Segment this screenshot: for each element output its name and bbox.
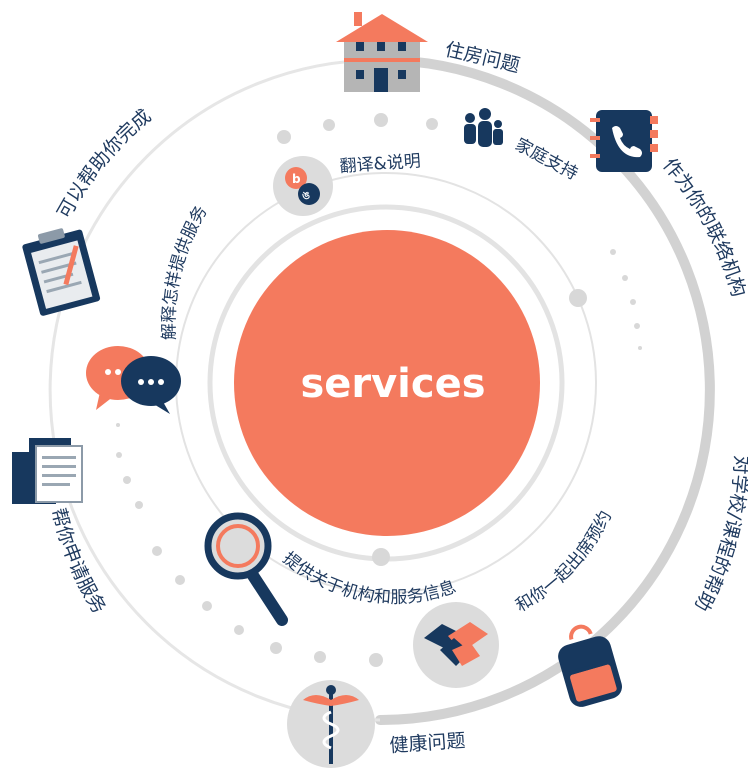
dot-trail	[116, 113, 642, 667]
magnifier-icon	[204, 512, 288, 626]
label-health: 健康问题	[389, 730, 466, 757]
center-title: services	[300, 361, 485, 407]
chat-bubbles-icon	[86, 346, 181, 414]
center-hub: services	[234, 230, 540, 536]
translate-icon: b ঙ	[273, 156, 333, 216]
family-icon	[464, 108, 503, 147]
label-translate: 翻译&说明	[339, 151, 421, 177]
documents-icon	[12, 438, 83, 504]
caduceus-icon	[287, 680, 375, 768]
svg-text:b: b	[292, 172, 301, 186]
clipboard-icon	[22, 228, 101, 316]
handshake-icon	[413, 602, 499, 688]
phone-book-icon	[590, 110, 658, 172]
label-family: 家庭支持	[512, 135, 581, 185]
outer-ring	[48, 55, 715, 725]
house-icon	[336, 12, 428, 92]
backpack-icon	[558, 624, 622, 707]
label-appointment: 和你一起出席预约	[512, 508, 616, 617]
svg-text:ঙ: ঙ	[302, 189, 310, 202]
